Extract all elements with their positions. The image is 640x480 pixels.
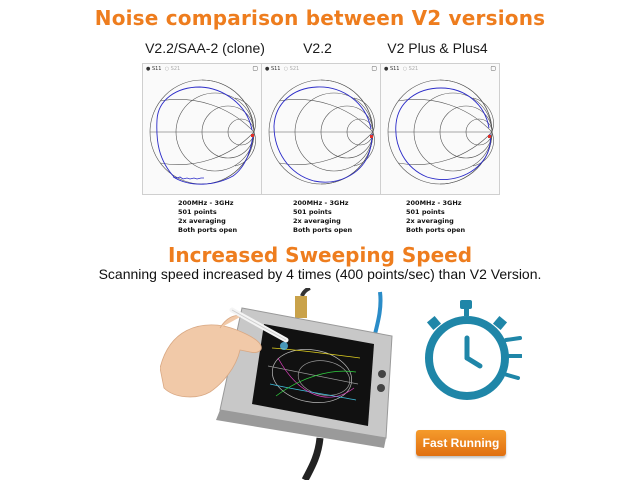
- smith-chart: [387, 79, 494, 185]
- smith-chart: [149, 79, 256, 185]
- smith-chart-panel-plus: ● S11 ○ S21 ▢: [380, 63, 500, 195]
- cable-top: [300, 288, 311, 297]
- s11-trace: [395, 87, 491, 180]
- version-label-clone: V2.2/SAA-2 (clone): [145, 40, 265, 56]
- version-label-plus: V2 Plus & Plus4: [387, 40, 488, 56]
- smith-chart-panel-clone: ● S11 ○ S21 ▢: [142, 63, 262, 195]
- fast-running-badge: Fast Running: [416, 430, 506, 456]
- marker: [488, 135, 491, 138]
- window-icon: ▢: [490, 66, 496, 72]
- smith-chart-panel-v22: ● S11 ○ S21 ▢: [261, 63, 381, 195]
- s21-label: S21: [170, 66, 181, 72]
- cable-blue: [372, 291, 383, 339]
- measurement-notes-plus: 200MHz - 3GHz 501 points 2x averaging Bo…: [406, 199, 466, 234]
- device-illustration: [160, 288, 393, 480]
- window-icon: ▢: [371, 66, 377, 72]
- s11-trace: [156, 86, 254, 185]
- device-button: [377, 384, 385, 392]
- speed-subtitle: Scanning speed increased by 4 times (400…: [98, 266, 542, 282]
- s21-label: S21: [408, 66, 419, 72]
- hand: [160, 324, 262, 398]
- s11-label: S11: [151, 66, 162, 72]
- s21-label: S21: [289, 66, 300, 72]
- usb-cable: [301, 437, 324, 480]
- marker: [251, 134, 254, 137]
- measurement-notes-clone: 200MHz - 3GHz 501 points 2x averaging Bo…: [178, 199, 238, 234]
- window-icon: ▢: [252, 66, 258, 72]
- measurement-notes-v22: 200MHz - 3GHz 501 points 2x averaging Bo…: [293, 199, 353, 234]
- sma-connector: [295, 296, 307, 318]
- version-label-v22: V2.2: [303, 40, 332, 56]
- marker: [370, 135, 373, 138]
- device-button: [378, 370, 386, 378]
- section-title-speed: Increased Sweeping Speed: [167, 243, 473, 267]
- stopwatch-icon: [425, 300, 522, 400]
- s11-label: S11: [389, 66, 400, 72]
- smith-chart: [268, 79, 375, 185]
- page-title: Noise comparison between V2 versions: [94, 6, 546, 30]
- s11-trace: [273, 86, 373, 183]
- s11-label: S11: [270, 66, 281, 72]
- noise-trace: [172, 176, 204, 180]
- touch-point: [280, 342, 288, 350]
